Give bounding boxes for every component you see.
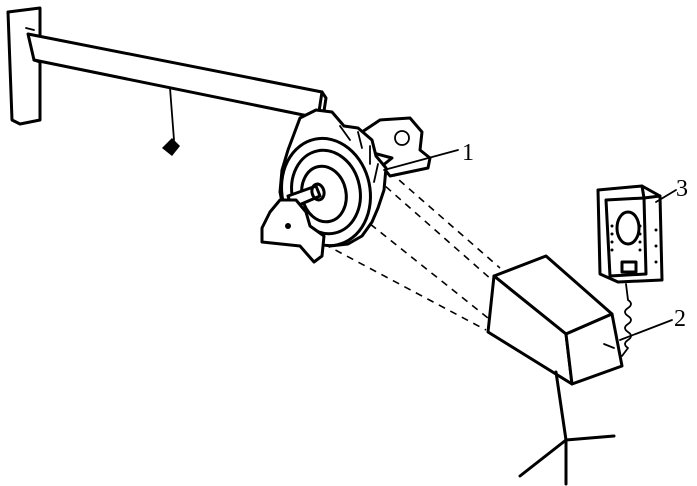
camera-label: 2 (674, 306, 686, 332)
tripod (518, 370, 616, 486)
gear-label: 1 (462, 140, 474, 166)
camera-leader-line (619, 319, 673, 341)
gear-leader-line (383, 149, 459, 171)
coiled-cable (621, 283, 632, 357)
support-frame (6, 6, 328, 126)
hanging-weight (162, 87, 180, 156)
meter-device (596, 184, 664, 284)
meter-dots (610, 224, 658, 264)
meter-leader-line (655, 189, 677, 203)
meter-label: 3 (676, 176, 688, 202)
camera-box (486, 254, 624, 386)
front-bearing (260, 198, 326, 264)
